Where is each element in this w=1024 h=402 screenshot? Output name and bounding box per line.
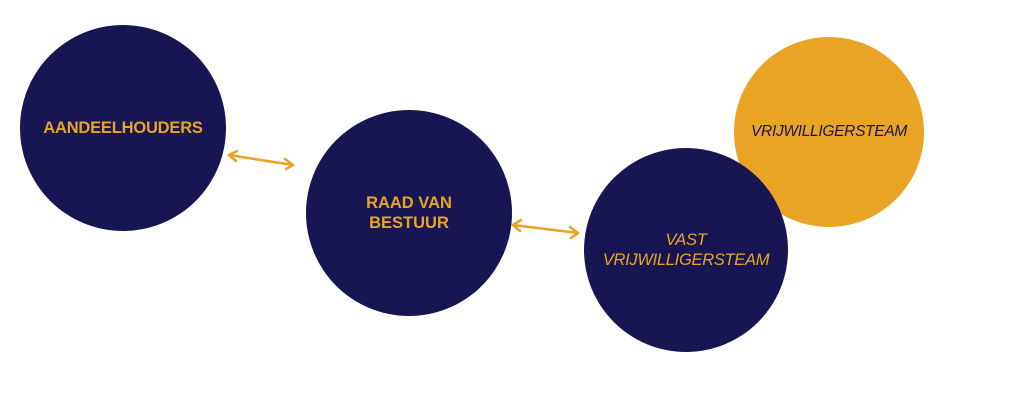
node-shareholders-label: AANDEELHOUDERS: [43, 118, 203, 137]
node-fixed-volunteer-team: VAST VRIJWILLIGERSTEAM: [584, 148, 788, 352]
arrow-board-fixed-volunteer-team: [511, 218, 580, 240]
arrow-shareholders-board: [227, 149, 295, 171]
node-board: RAAD VAN BESTUUR: [306, 110, 512, 316]
node-volunteer-team-label: VRIJWILLIGERSTEAM: [751, 122, 907, 140]
node-board-label: RAAD VAN BESTUUR: [366, 193, 452, 232]
node-shareholders: AANDEELHOUDERS: [20, 25, 226, 231]
node-fixed-volunteer-team-label: VAST VRIJWILLIGERSTEAM: [602, 230, 770, 269]
